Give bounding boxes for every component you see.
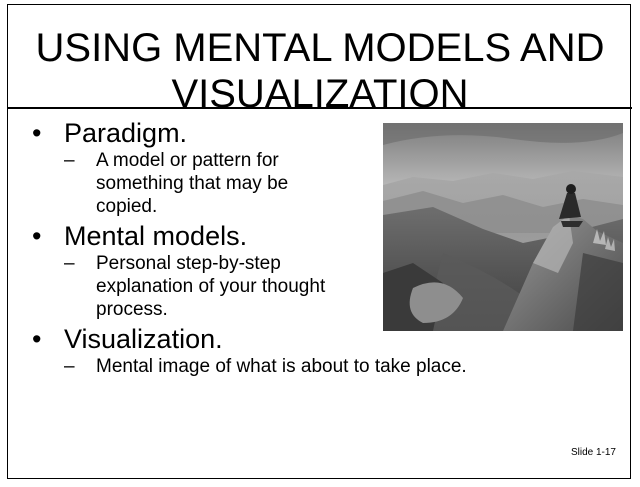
slide-title-line-1: USING MENTAL MODELS AND	[35, 26, 605, 70]
bullet-dot-icon: •	[32, 118, 42, 148]
slide-number: Slide 1-17	[570, 447, 616, 458]
sub-item: – A model or pattern for something that …	[64, 149, 622, 218]
bullet-item-paradigm: • Paradigm. – A model or pattern for som…	[32, 117, 622, 220]
bullet-text: Paradigm.	[64, 118, 188, 148]
sub-item-text: Mental image of what is about to take pl…	[96, 356, 467, 377]
bullet-item-mental-models: • Mental models. – Personal step-by-step…	[32, 220, 622, 323]
slide-title-line-2: VISUALIZATION	[171, 72, 469, 116]
dash-icon: –	[64, 150, 75, 171]
sub-list: – Personal step-by-step explanation of y…	[64, 252, 622, 323]
bullet-text: Mental models.	[64, 221, 248, 251]
sub-item: – Mental image of what is about to take …	[64, 355, 622, 378]
sub-item: – Personal step-by-step explanation of y…	[64, 252, 622, 321]
sub-list: – Mental image of what is about to take …	[64, 355, 622, 380]
bullet-dot-icon: •	[32, 324, 42, 354]
title-divider	[8, 107, 632, 109]
bullet-list: • Paradigm. – A model or pattern for som…	[32, 117, 622, 380]
slide: USING MENTAL MODELS AND VISUALIZATION • …	[7, 4, 632, 479]
bullet-text: Visualization.	[64, 324, 223, 354]
slide-title: USING MENTAL MODELS AND VISUALIZATION	[8, 25, 632, 117]
sub-list: – A model or pattern for something that …	[64, 149, 622, 220]
bullet-item-visualization: • Visualization. – Mental image of what …	[32, 323, 622, 380]
sub-item-text: Personal step-by-step explanation of you…	[96, 253, 326, 320]
bullet-dot-icon: •	[32, 221, 42, 251]
mountain-landscape-photo	[383, 123, 623, 331]
sub-item-text: A model or pattern for something that ma…	[96, 150, 289, 217]
dash-icon: –	[64, 356, 75, 377]
dash-icon: –	[64, 253, 75, 274]
